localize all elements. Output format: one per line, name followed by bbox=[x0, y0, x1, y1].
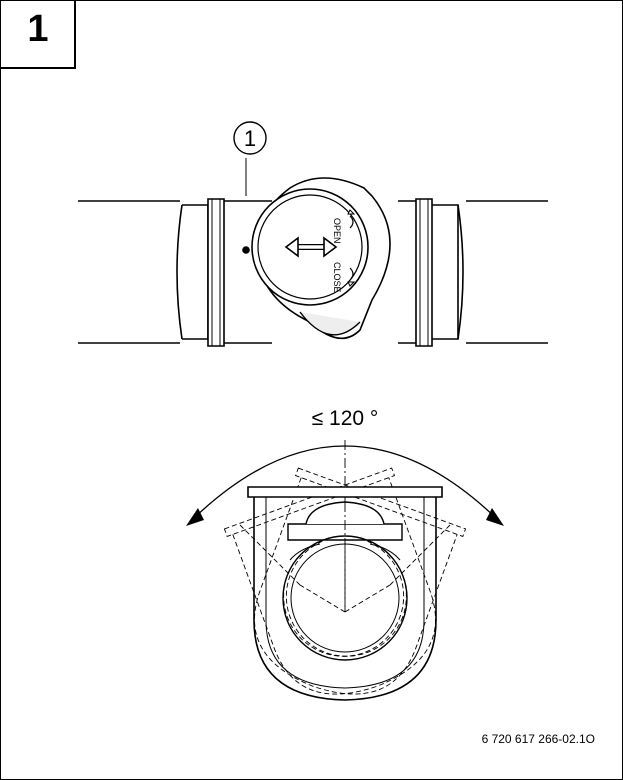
pipe-assembly bbox=[78, 158, 548, 347]
rotation-diagram bbox=[186, 440, 504, 701]
close-label: CLOSE bbox=[332, 262, 342, 293]
flow-double-arrow bbox=[284, 236, 338, 258]
angle-label: ≤ 120 ° bbox=[312, 407, 379, 430]
callout-marker: 1 bbox=[233, 121, 267, 155]
figure-number: 1 bbox=[27, 8, 49, 50]
callout-number: 1 bbox=[244, 126, 256, 151]
figure-number-box: 1 bbox=[0, 0, 76, 69]
open-label: OPEN bbox=[332, 218, 342, 244]
reference-code: 6 720 617 266-02.1O bbox=[481, 732, 595, 746]
